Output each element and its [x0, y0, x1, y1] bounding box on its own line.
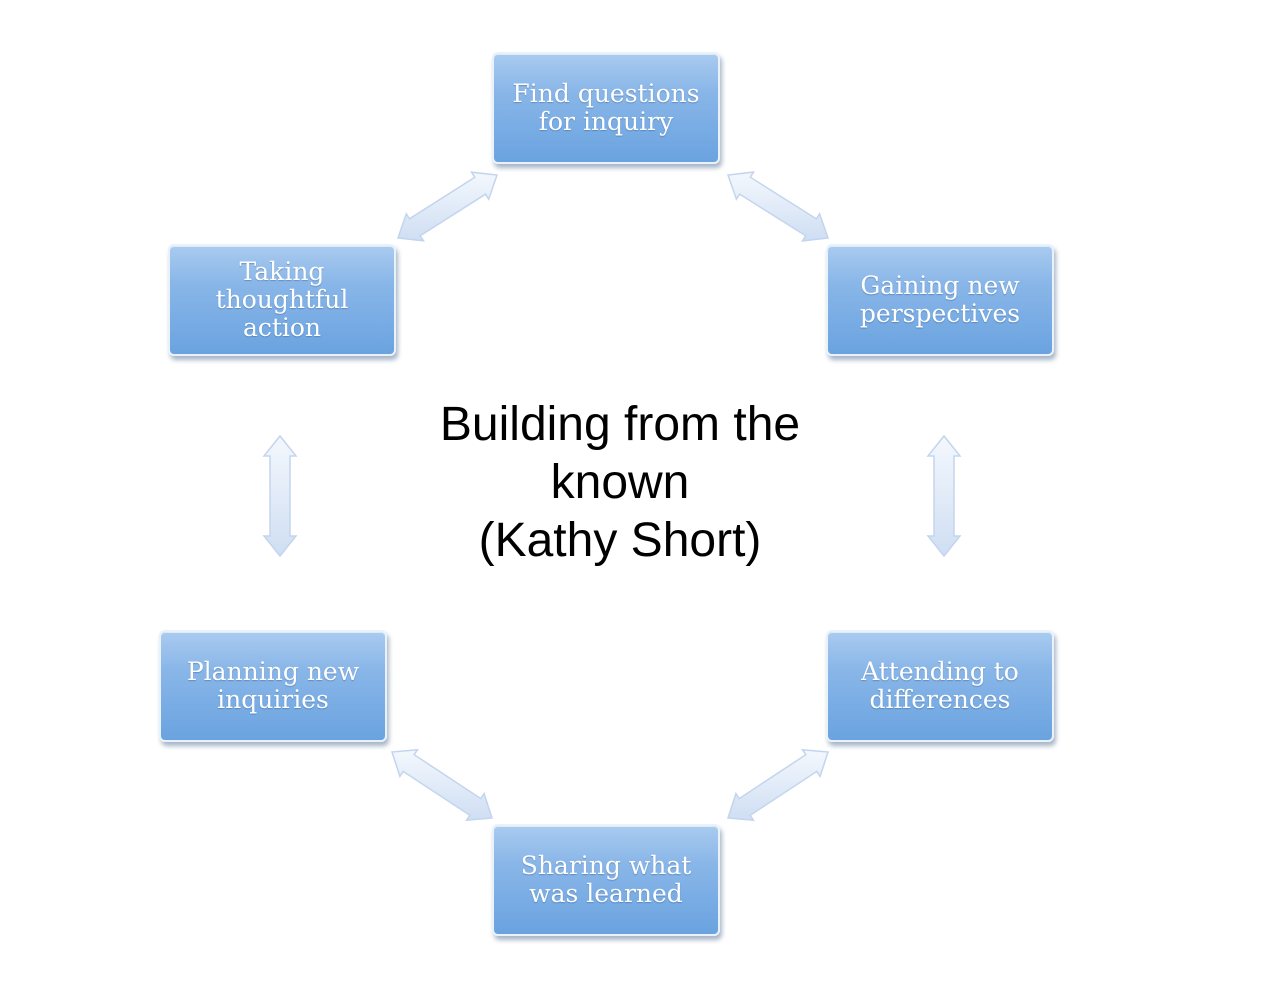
arrow-bottom-bottomleft [390, 748, 494, 822]
arrow-topright-bottomright [926, 434, 962, 558]
title-line: known [550, 456, 690, 509]
node-label: Planning new inquiries [186, 657, 360, 714]
node-attending-differences: Attending to differences [826, 630, 1054, 742]
diagram-title: Building from the known (Kathy Short) [370, 396, 870, 570]
node-label: Find questions for inquiry [512, 79, 700, 136]
node-label: Gaining new perspectives [859, 271, 1021, 328]
node-label: Taking thoughtful action [215, 257, 349, 342]
node-label: Attending to differences [861, 657, 1019, 714]
title-line: Building from the [439, 398, 801, 451]
arrow-bottomright-bottom [726, 748, 830, 822]
node-gaining-perspectives: Gaining new perspectives [826, 244, 1054, 356]
node-label: Sharing what was learned [520, 851, 692, 908]
arrow-top-topleft [396, 171, 499, 242]
arrow-top-topright [726, 171, 830, 242]
node-sharing-learned: Sharing what was learned [492, 824, 720, 936]
node-find-questions: Find questions for inquiry [492, 52, 720, 164]
node-taking-action: Taking thoughtful action [168, 244, 396, 356]
title-line: (Kathy Short) [478, 514, 762, 567]
node-planning-inquiries: Planning new inquiries [159, 630, 387, 742]
arrow-bottomleft-topleft [262, 434, 298, 558]
